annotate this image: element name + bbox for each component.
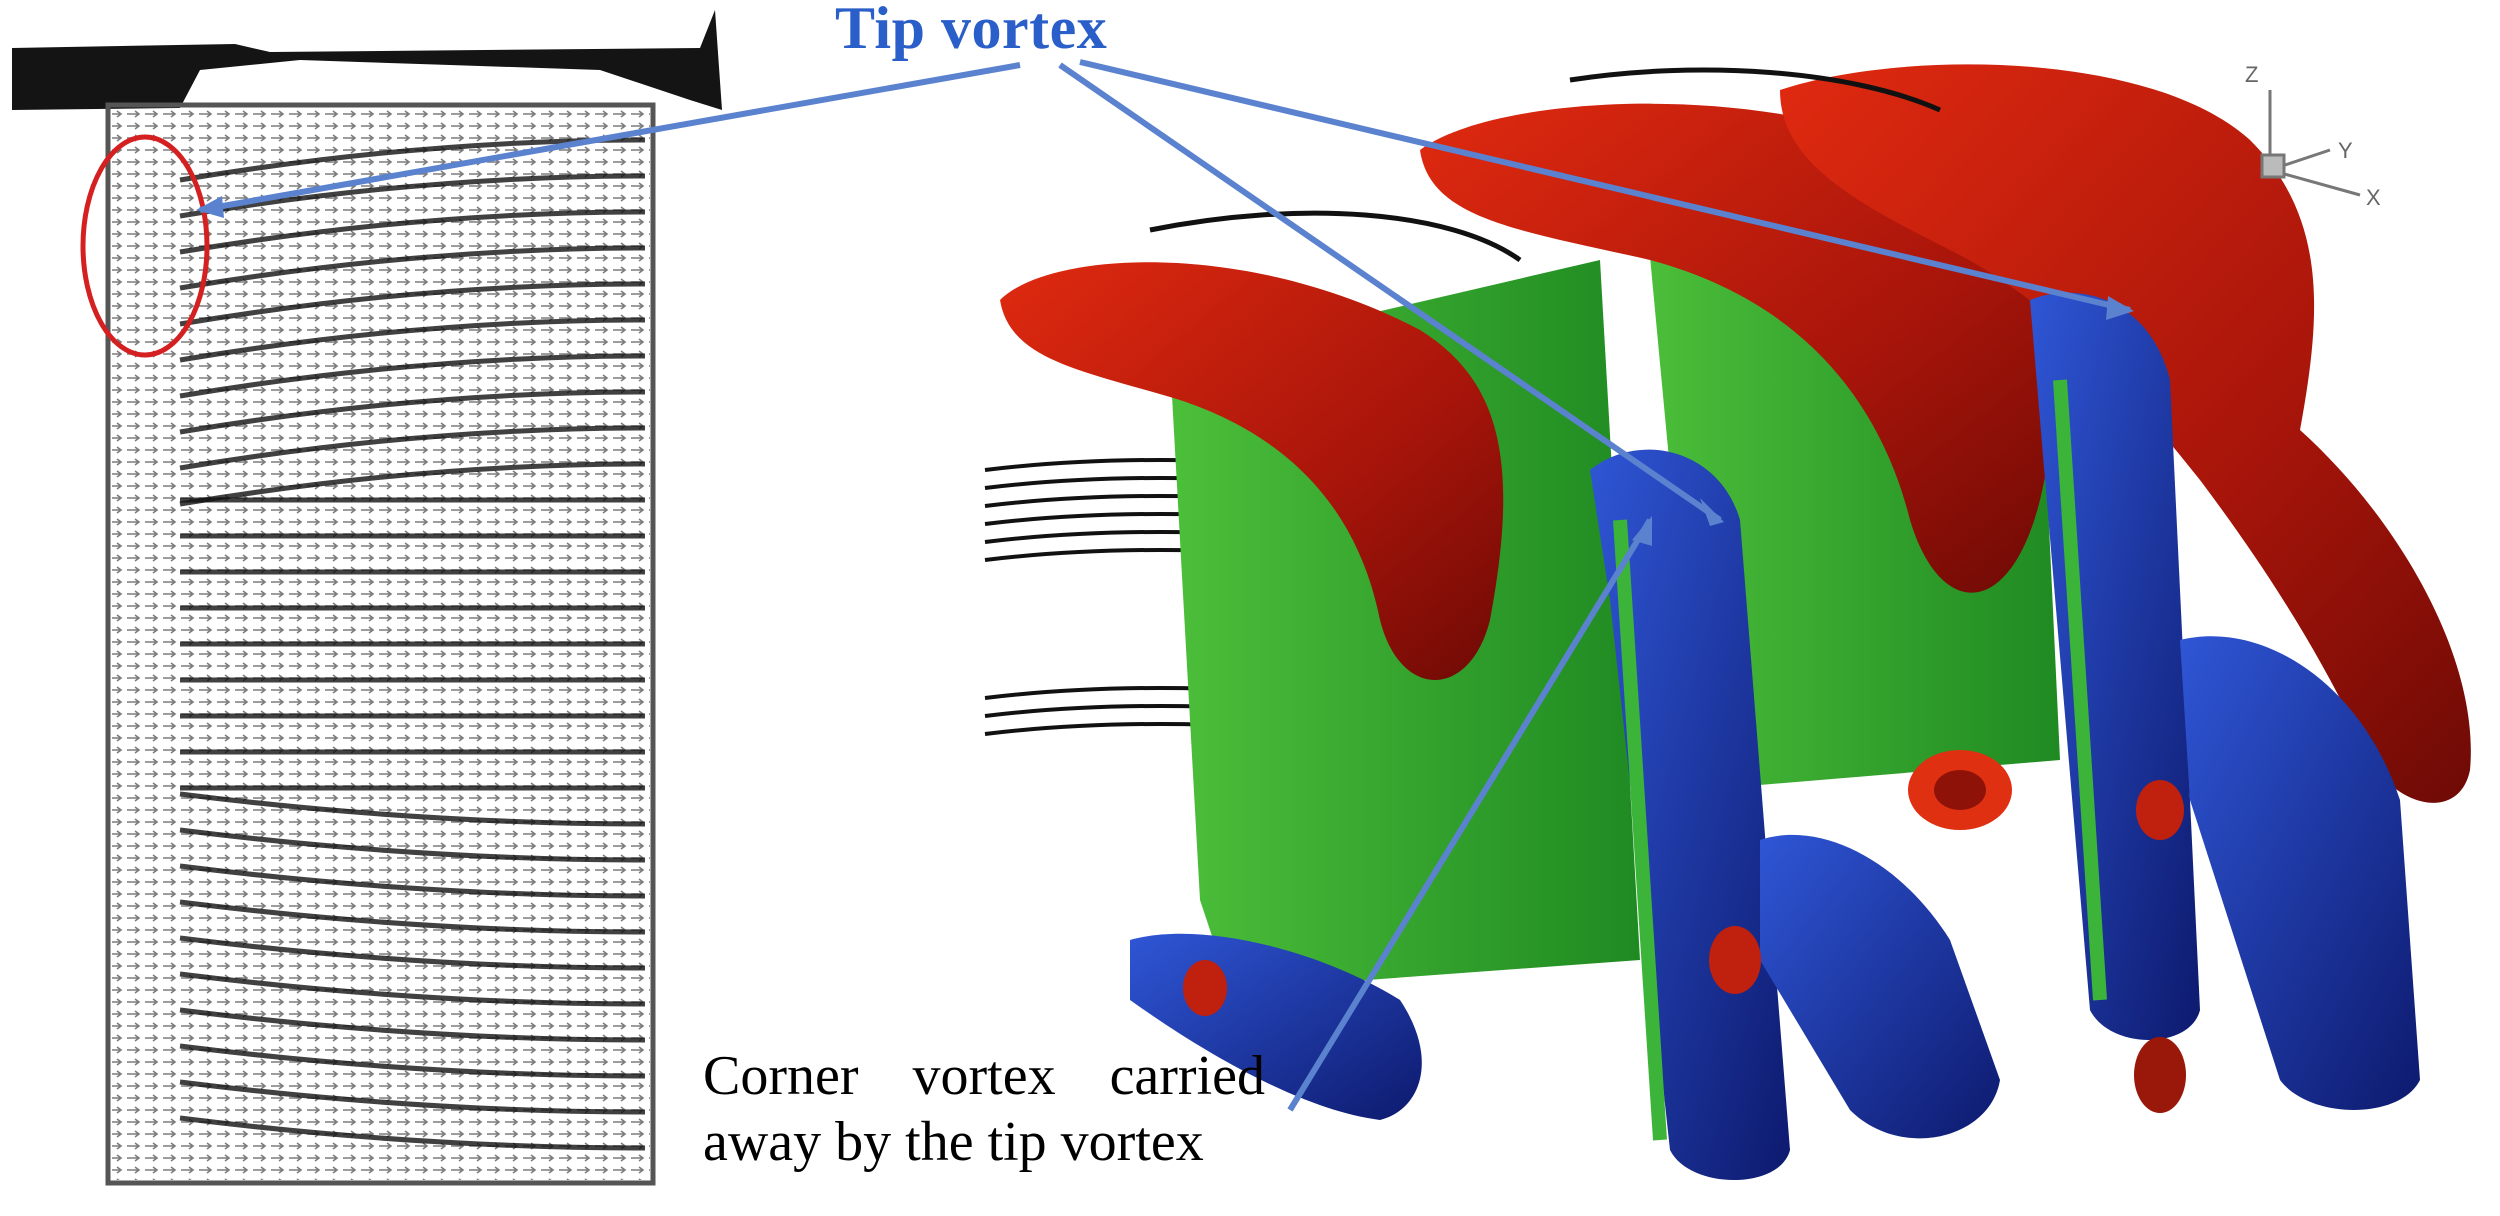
annotation-arrows — [196, 59, 2134, 1112]
casing-line-1 — [1149, 210, 1522, 263]
vector-row — [179, 971, 646, 1007]
red-tip-vortex-right — [1780, 64, 2471, 803]
axis-x-label: X — [2366, 185, 2381, 210]
blue-vortex-tube-4 — [2180, 636, 2420, 1110]
hub-band — [12, 10, 722, 110]
casing-line-2 — [1569, 67, 1942, 113]
green-streak-1 — [1613, 519, 1667, 1141]
red-cap-4 — [1709, 926, 1761, 994]
tip-vortex-highlight-ellipse — [80, 134, 210, 358]
axis-z-label: Z — [2245, 62, 2258, 87]
corner-arrow-head — [1632, 516, 1652, 546]
green-streak-2 — [2053, 379, 2107, 1001]
red-cap-6 — [1183, 960, 1227, 1016]
tip-arrow-head-right — [2106, 296, 2134, 320]
corner-vortex-label-line2: away by the tip vortex — [703, 1111, 1204, 1173]
vector-row — [179, 425, 646, 471]
blue-vortex-tube-1 — [1590, 449, 1790, 1180]
vector-row — [179, 1115, 646, 1151]
red-tip-vortex-left — [1000, 262, 1504, 680]
tip-arrow-to-right-vortex — [1079, 59, 2131, 313]
vector-row — [179, 461, 646, 507]
red-cap-3 — [2136, 780, 2184, 840]
vector-row — [179, 935, 646, 971]
tip-vortex-label: Tip vortex — [835, 0, 1108, 61]
red-tip-vortex-middle — [1420, 103, 2058, 593]
vector-row — [179, 209, 646, 255]
vector-row — [179, 389, 646, 435]
vector-plot-panel — [12, 10, 722, 1186]
red-cap-2 — [1934, 770, 1986, 810]
blue-vortex-tube-2 — [1760, 834, 2000, 1139]
axis-y-label: Y — [2338, 138, 2353, 163]
tip-arrow-head-middle — [1700, 498, 1724, 526]
corner-vortex-label-line1: Corner vortex carried — [703, 1045, 1265, 1107]
vector-row — [179, 353, 646, 399]
vector-row — [179, 827, 646, 863]
vector-row — [179, 317, 646, 363]
vector-row — [179, 1007, 646, 1043]
isosurface-panel: Z Y X — [984, 62, 2471, 1180]
tip-arrow-to-vector-plot — [199, 62, 1021, 213]
tip-arrow-head-left — [196, 196, 224, 218]
vector-row — [179, 1043, 646, 1079]
vector-row — [179, 899, 646, 935]
vector-row — [179, 173, 646, 219]
axis-triad: Z Y X — [2245, 62, 2381, 210]
vector-row — [179, 863, 646, 899]
vector-row — [179, 245, 646, 291]
vector-row — [179, 1079, 646, 1115]
corner-vortex-arrow — [1287, 518, 1653, 1112]
red-cap-5 — [2134, 1037, 2186, 1113]
vector-row — [179, 281, 646, 327]
tip-arrow-to-middle-vortex — [1058, 62, 1722, 523]
domain-frame — [105, 102, 656, 1186]
vector-row — [179, 791, 646, 827]
